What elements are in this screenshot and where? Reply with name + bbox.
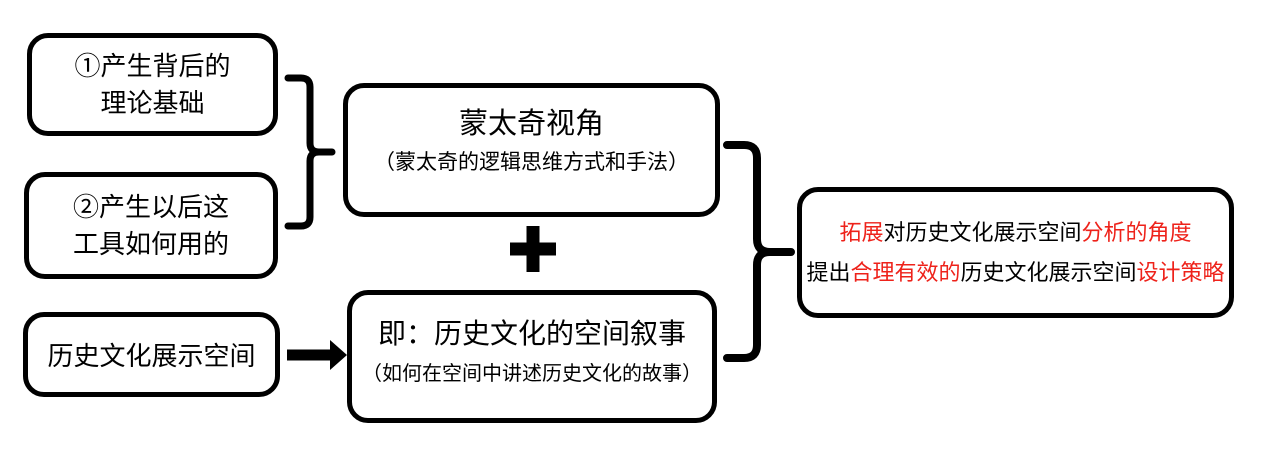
theory-line1: ①产生背后的 xyxy=(74,51,231,81)
usage-line2: 工具如何用的 xyxy=(72,229,229,259)
arrow-right-icon xyxy=(287,340,347,370)
box-exhibition-space: 历史文化展示空间 xyxy=(23,312,280,397)
conclusion-segment: 设计策略 xyxy=(1136,259,1225,285)
conclusion-segment: 分析的角度 xyxy=(1081,219,1192,245)
brace-right-icon xyxy=(723,141,795,362)
conclusion-line2: 提出合理有效的历史文化展示空间设计策略 xyxy=(806,253,1224,293)
box-theory-basis: ①产生背后的 理论基础 xyxy=(27,33,278,136)
montage-subtitle: （蒙太奇的逻辑思维方式和手法） xyxy=(374,150,689,174)
theory-line2: 理论基础 xyxy=(100,88,205,118)
conclusion-segment: 历史文化展示空间 xyxy=(960,259,1137,285)
conclusion-segment: 拓展 xyxy=(839,219,884,245)
conclusion-segment: 对历史文化展示空间 xyxy=(883,219,1082,245)
brace-left-icon xyxy=(284,74,336,230)
conclusion-line1: 拓展对历史文化展示空间分析的角度 xyxy=(839,213,1191,253)
box-conclusion: 拓展对历史文化展示空间分析的角度 提出合理有效的历史文化展示空间设计策略 xyxy=(797,187,1234,318)
plus-icon xyxy=(510,226,556,272)
box-spatial-narrative: 即：历史文化的空间叙事 （如何在空间中讲述历史文化的故事） xyxy=(347,290,717,423)
box-tool-usage: ②产生以后这 工具如何用的 xyxy=(24,172,278,279)
box-montage-perspective: 蒙太奇视角 （蒙太奇的逻辑思维方式和手法） xyxy=(343,83,720,217)
narrative-title: 即：历史文化的空间叙事 xyxy=(377,319,686,350)
conclusion-segment: 提出 xyxy=(806,259,851,285)
conclusion-segment: 合理有效的 xyxy=(850,259,961,285)
exhibition-space-label: 历史文化展示空间 xyxy=(47,342,256,371)
narrative-subtitle: （如何在空间中讲述历史文化的故事） xyxy=(362,363,702,385)
montage-title: 蒙太奇视角 xyxy=(458,108,604,140)
usage-line1: ②产生以后这 xyxy=(72,192,229,222)
